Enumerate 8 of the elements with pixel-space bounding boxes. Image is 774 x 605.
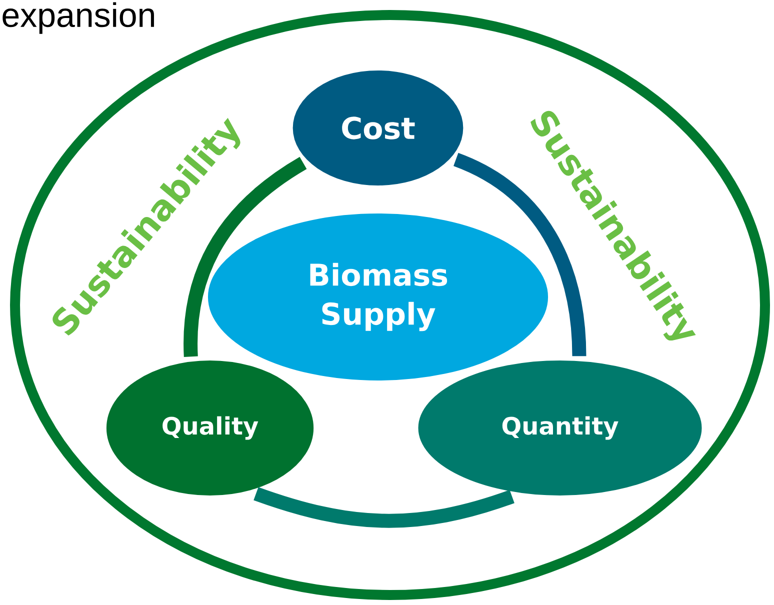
ring-arc [453, 153, 586, 356]
ellipse-node: Quality [101, 356, 319, 500]
ring-arc [184, 156, 307, 357]
heading-text: expansion [2, 2, 154, 34]
ring-arc [254, 487, 514, 528]
ellipse-node: Biomass Supply [202, 208, 554, 386]
ellipse-node: Cost [288, 66, 468, 190]
ellipse-node: Quantity [413, 356, 707, 500]
